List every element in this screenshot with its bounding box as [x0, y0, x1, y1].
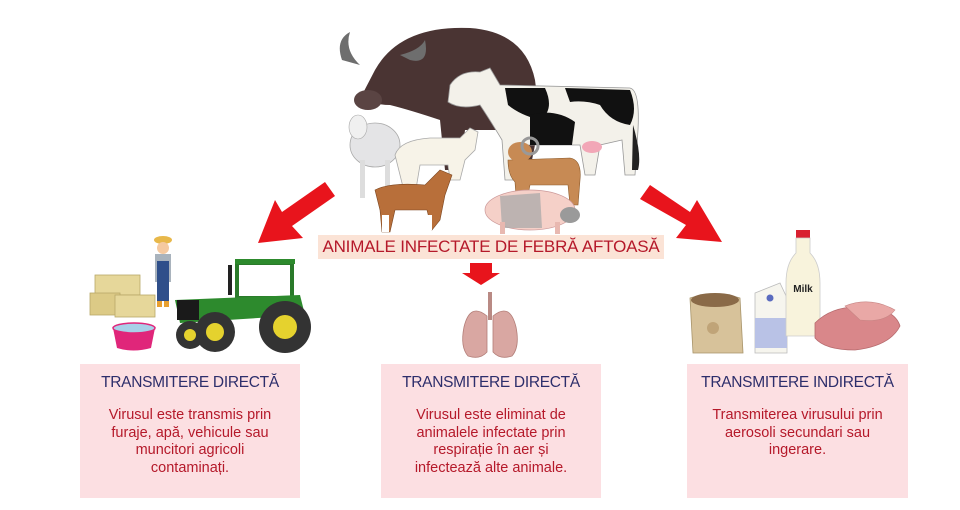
meat-icon [814, 301, 901, 351]
direct-transmission-contact-panel: TRANSMITERE DIRECTĂ Virusul este transmi… [80, 364, 300, 498]
panel-line: Transmiterea virusului prin [712, 407, 883, 423]
pig-icon [484, 189, 580, 234]
milk-bottle-icon: Milk [785, 230, 821, 337]
milk-carton-icon [754, 282, 788, 354]
panel-line: muncitori agricoli [135, 442, 245, 458]
indirect-transmission-panel: TRANSMITERE INDIRECTĂ Transmiterea virus… [687, 364, 908, 498]
goat-icon [374, 169, 453, 233]
panel-line: Virusul este transmis prin [108, 407, 272, 423]
hay-bales-icon [89, 274, 156, 318]
feed-bag-icon [689, 293, 744, 354]
panel-description: Virusul este eliminat de animalele infec… [381, 407, 601, 477]
farm-contamination-illustration [89, 236, 311, 353]
panel-line: furaje, apă, vehicule sau [111, 424, 269, 441]
tractor-icon [175, 259, 311, 353]
panel-line: ingerare. [768, 442, 827, 458]
panel-title: TRANSMITERE INDIRECTĂ [701, 374, 894, 391]
panel-line: Virusul este eliminat de [416, 407, 566, 423]
panel-description: Transmiterea virusului prin aerosoli sec… [687, 407, 908, 460]
panel-line: aerosoli secundari sau [724, 424, 871, 441]
lungs-icon [462, 292, 518, 358]
farmer-icon [154, 236, 172, 307]
panel-line: infectează alte animale. [414, 459, 568, 476]
food-products-illustration: Milk [689, 230, 901, 354]
goat-icon [394, 127, 479, 196]
panel-title: TRANSMITERE DIRECTĂ [101, 374, 279, 391]
sheep-icon [348, 114, 401, 198]
infected-animals-label: ANIMALE INFECTATE DE FEBRĂ AFTOASĂ [318, 235, 664, 259]
milk-label: Milk [793, 284, 813, 295]
infected-animals-illustration [339, 27, 640, 234]
cow-icon [447, 67, 640, 181]
panel-title: TRANSMITERE DIRECTĂ [402, 374, 580, 391]
direct-transmission-airborne-panel: TRANSMITERE DIRECTĂ Virusul este elimina… [381, 364, 601, 498]
panel-line: respirație în aer și [433, 442, 549, 458]
water-bowl-icon [112, 322, 156, 351]
panel-line: animalele infectate prin [416, 424, 566, 441]
panel-description: Virusul este transmis prin furaje, apă, … [80, 407, 300, 477]
panel-line: contaminați. [150, 459, 230, 476]
